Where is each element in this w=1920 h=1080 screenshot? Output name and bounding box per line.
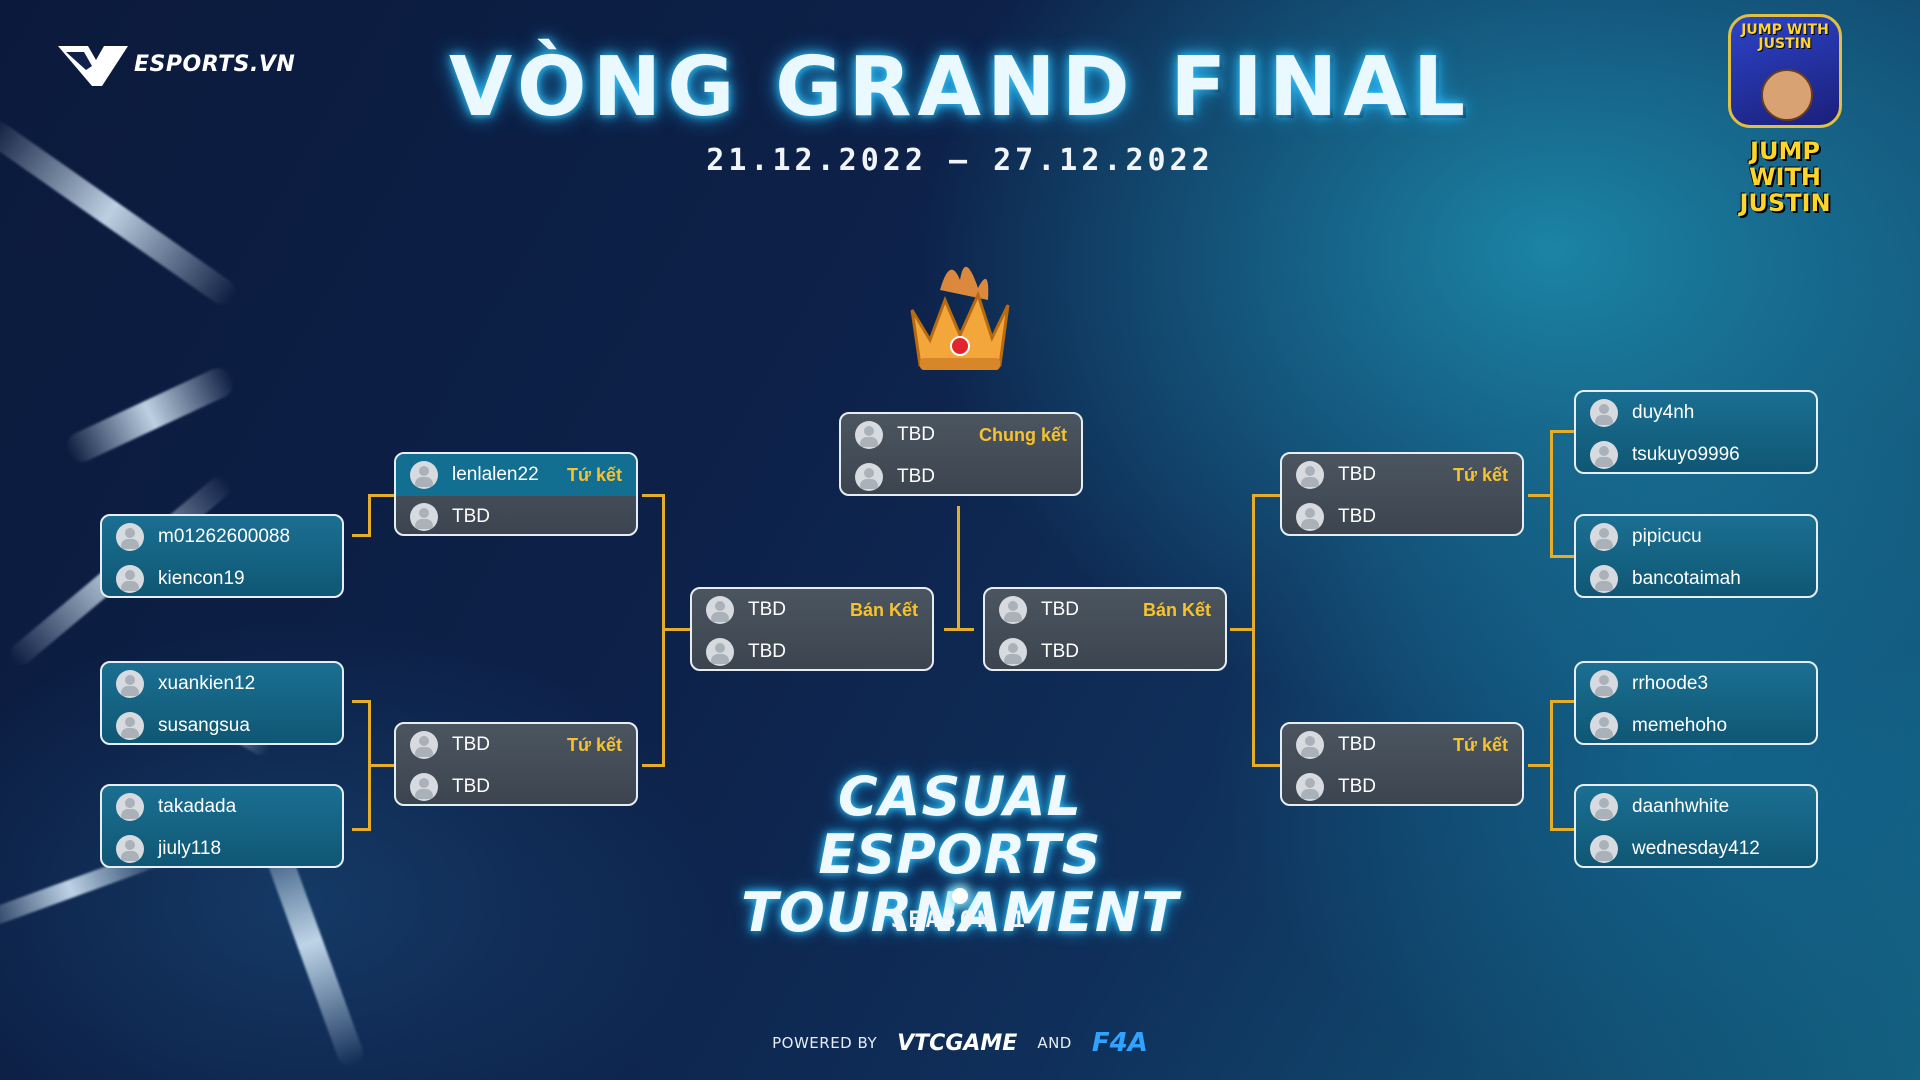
event-title-line1: CASUAL ESPORTS bbox=[818, 765, 1102, 886]
round-tag: Tứ kết bbox=[1452, 465, 1508, 485]
player-name: pipicucu bbox=[1632, 526, 1702, 547]
player-name: wednesday412 bbox=[1632, 838, 1760, 859]
event-logo: CASUAL ESPORTS TOURNAMENT bbox=[700, 768, 1220, 942]
match-right-r1-3[interactable]: rrhoode3 memehoho bbox=[1574, 661, 1818, 745]
player-name: TBD bbox=[1338, 734, 1376, 755]
player-name: TBD bbox=[748, 599, 786, 620]
match-final[interactable]: TBD Chung kết TBD bbox=[839, 412, 1083, 496]
page-title: VÒNG GRAND FINAL bbox=[448, 40, 1472, 135]
avatar bbox=[1296, 773, 1324, 801]
player-name: jiuly118 bbox=[158, 838, 222, 859]
crown-icon bbox=[910, 266, 1010, 370]
player-name: TBD bbox=[1041, 599, 1079, 620]
avatar bbox=[999, 638, 1027, 666]
avatar bbox=[1590, 835, 1618, 863]
player-name: TBD bbox=[1338, 464, 1376, 485]
avatar bbox=[410, 773, 438, 801]
player-name: kiencon19 bbox=[158, 568, 245, 589]
player-name: TBD bbox=[452, 776, 490, 797]
player-name: TBD bbox=[897, 466, 935, 487]
player-name: TBD bbox=[1338, 506, 1376, 527]
match-right-r1-1[interactable]: duy4nh tsukuyo9996 bbox=[1574, 390, 1818, 474]
avatar bbox=[1590, 793, 1618, 821]
player-name: rrhoode3 bbox=[1632, 673, 1709, 694]
avatar bbox=[1590, 441, 1618, 469]
player-name: duy4nh bbox=[1632, 402, 1695, 423]
avatar bbox=[855, 421, 883, 449]
avatar bbox=[855, 463, 883, 491]
avatar bbox=[410, 731, 438, 759]
match-left-r1-3[interactable]: takadada jiuly118 bbox=[100, 784, 344, 868]
round-tag: Tứ kết bbox=[566, 735, 622, 755]
esports-vn-logo: ESPORTS.VN bbox=[58, 40, 295, 88]
game-logo: JUMP WITH JUSTIN JUMP WITH JUSTIN bbox=[1720, 14, 1850, 216]
avatar bbox=[116, 670, 144, 698]
player-name: lenlalen22 bbox=[452, 464, 539, 485]
match-left-r1-1[interactable]: m01262600088 kiencon19 bbox=[100, 514, 344, 598]
powered-by-label: POWERED BY bbox=[772, 1034, 878, 1052]
avatar bbox=[1590, 399, 1618, 427]
logo-text: ESPORTS.VN bbox=[134, 51, 296, 77]
player-name: daanhwhite bbox=[1632, 796, 1730, 817]
player-name: TBD bbox=[897, 424, 935, 445]
avatar bbox=[999, 596, 1027, 624]
player-name: xuankien12 bbox=[158, 673, 256, 694]
avatar bbox=[116, 835, 144, 863]
avatar bbox=[1296, 461, 1324, 489]
player-name: TBD bbox=[1041, 641, 1079, 662]
avatar bbox=[1296, 503, 1324, 531]
avatar bbox=[410, 503, 438, 531]
match-left-sf[interactable]: TBD Bán Kết TBD bbox=[690, 587, 934, 671]
round-tag: Chung kết bbox=[979, 425, 1067, 445]
sparkle-icon bbox=[952, 888, 968, 904]
round-tag: Bán Kết bbox=[1142, 600, 1211, 620]
player-name: memehoho bbox=[1632, 715, 1728, 736]
avatar bbox=[1296, 731, 1324, 759]
avatar bbox=[116, 712, 144, 740]
esports-wing-icon bbox=[58, 46, 128, 86]
avatar bbox=[706, 596, 734, 624]
avatar bbox=[1590, 712, 1618, 740]
avatar bbox=[1590, 565, 1618, 593]
player-name: m01262600088 bbox=[158, 526, 291, 547]
player-name: TBD bbox=[748, 641, 786, 662]
game-icon: JUMP WITH JUSTIN bbox=[1728, 14, 1842, 128]
game-caption: JUMP WITH JUSTIN bbox=[1739, 137, 1831, 217]
match-right-qf-1[interactable]: TBD Tứ kết TBD bbox=[1280, 452, 1524, 536]
round-tag: Tứ kết bbox=[1452, 735, 1508, 755]
player-name: TBD bbox=[452, 734, 490, 755]
avatar bbox=[706, 638, 734, 666]
footer-sponsors: POWERED BY VTCGAME AND F4A bbox=[0, 1028, 1920, 1058]
match-right-r1-2[interactable]: pipicucu bancotaimah bbox=[1574, 514, 1818, 598]
player-name: tsukuyo9996 bbox=[1632, 444, 1740, 465]
event-dates: 21.12.2022 – 27.12.2022 bbox=[706, 143, 1214, 178]
match-left-qf-2[interactable]: TBD Tứ kết TBD bbox=[394, 722, 638, 806]
event-season: SEASON 1 bbox=[891, 908, 1029, 933]
avatar bbox=[410, 461, 438, 489]
avatar bbox=[1590, 670, 1618, 698]
character-face-icon bbox=[1761, 69, 1813, 121]
avatar bbox=[116, 523, 144, 551]
match-right-r1-4[interactable]: daanhwhite wednesday412 bbox=[1574, 784, 1818, 868]
vtcgame-logo: VTCGAME bbox=[897, 1030, 1018, 1056]
player-name: TBD bbox=[1338, 776, 1376, 797]
round-tag: Tứ kết bbox=[566, 465, 622, 485]
avatar bbox=[116, 793, 144, 821]
avatar bbox=[1590, 523, 1618, 551]
avatar bbox=[116, 565, 144, 593]
player-name: TBD bbox=[452, 506, 490, 527]
f4a-logo: F4A bbox=[1091, 1028, 1148, 1058]
game-icon-text: JUMP WITH JUSTIN bbox=[1741, 22, 1829, 52]
match-right-sf[interactable]: TBD Bán Kết TBD bbox=[983, 587, 1227, 671]
player-name: bancotaimah bbox=[1632, 568, 1741, 589]
match-left-qf-1[interactable]: lenlalen22 Tứ kết TBD bbox=[394, 452, 638, 536]
round-tag: Bán Kết bbox=[849, 600, 918, 620]
and-label: AND bbox=[1037, 1034, 1072, 1052]
match-right-qf-2[interactable]: TBD Tứ kết TBD bbox=[1280, 722, 1524, 806]
match-left-r1-2[interactable]: xuankien12 susangsua bbox=[100, 661, 344, 745]
player-name: takadada bbox=[158, 796, 237, 817]
player-name: susangsua bbox=[158, 715, 250, 736]
